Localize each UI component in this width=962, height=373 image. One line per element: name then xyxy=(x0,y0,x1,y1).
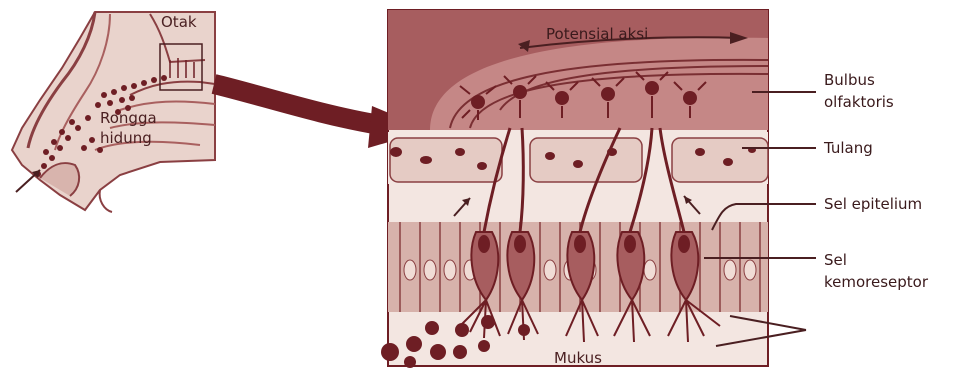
magnified-view xyxy=(381,10,768,368)
label-bulbus-line1: Bulbus xyxy=(824,70,875,90)
label-rongga-hidung-line2: hidung xyxy=(100,128,152,148)
label-sel-kemoreseptor-line2: kemoreseptor xyxy=(824,272,928,292)
nose-cross-section xyxy=(12,12,430,212)
label-sel-epitelium: Sel epitelium xyxy=(824,194,922,214)
label-rongga-hidung-line1: Rongga xyxy=(100,108,157,128)
label-sel-kemoreseptor-line1: Sel xyxy=(824,250,847,270)
label-tulang: Tulang xyxy=(824,138,873,158)
label-otak: Otak xyxy=(161,12,197,32)
label-bulbus-line2: olfaktoris xyxy=(824,92,894,112)
label-potensial-aksi: Potensial aksi xyxy=(546,24,648,44)
label-mukus: Mukus xyxy=(554,348,602,368)
